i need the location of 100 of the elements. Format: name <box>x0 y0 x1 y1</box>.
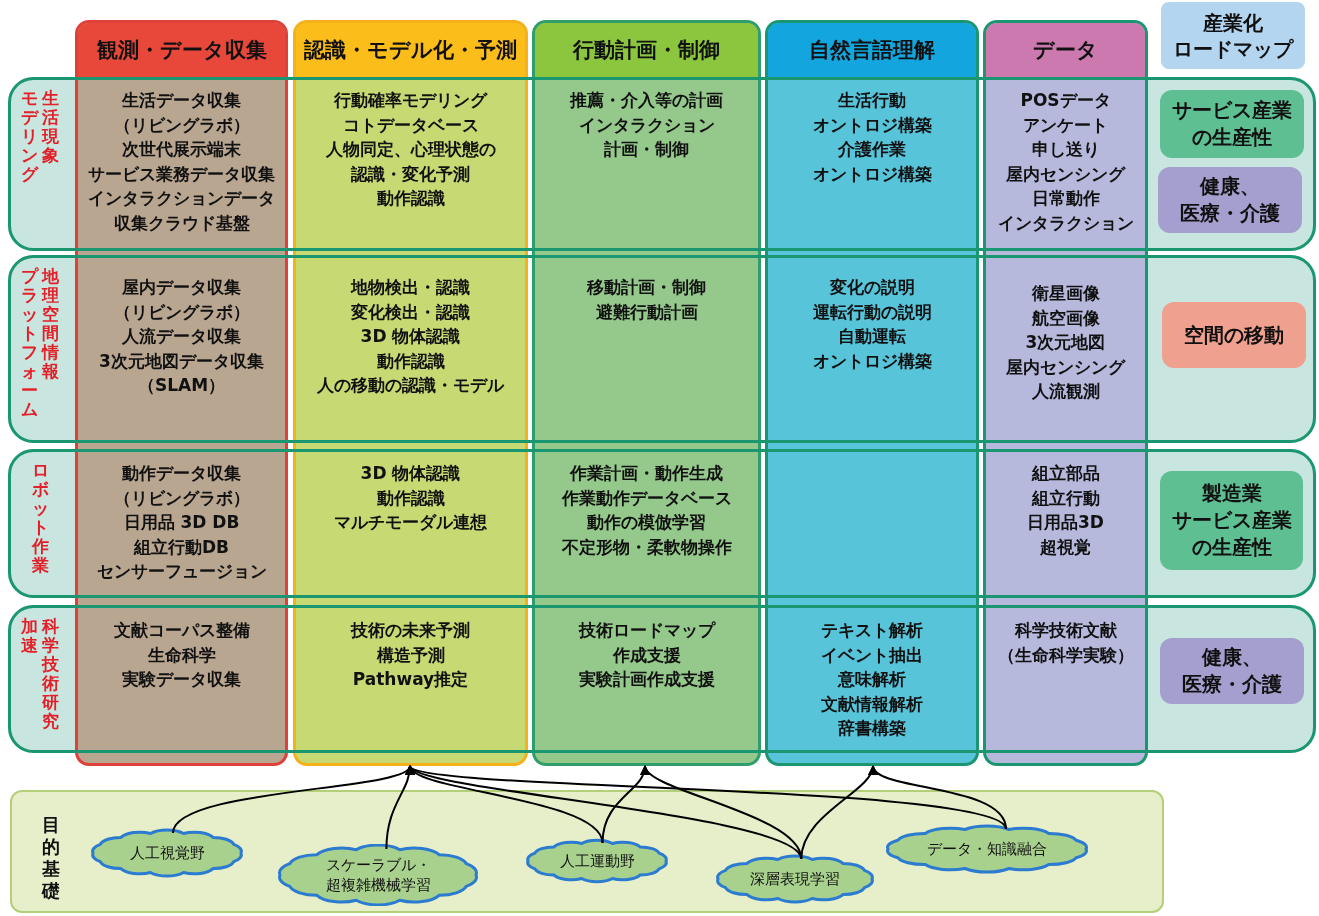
row-title: プラットフォーム <box>20 267 39 419</box>
list-item: 組立行動DB <box>133 535 230 559</box>
column-panel <box>983 20 1148 766</box>
list-item: サービス業務データ収集 <box>88 162 275 186</box>
column-heading: 認識・モデル化・予測 <box>296 23 525 77</box>
list-item: 申し送り <box>1031 138 1100 161</box>
row-band <box>8 449 75 598</box>
list-item: Pathway推定 <box>352 668 469 691</box>
roadmap-box <box>1160 90 1304 158</box>
box-text: の生産性 <box>1192 124 1272 151</box>
list-item: 収集クラウド基盤 <box>113 211 250 235</box>
list-item: 屋内データ収集 <box>122 276 241 299</box>
roadmap-box <box>1158 167 1302 233</box>
list-item: 計画・制御 <box>604 138 689 161</box>
list-item: 日常動作 <box>1031 187 1100 210</box>
list-item: 衛星画像 <box>1031 282 1100 305</box>
box-text: 健康、 <box>1200 173 1260 200</box>
row-band <box>8 77 75 251</box>
list-item: 動作データ収集 <box>122 462 241 485</box>
list-item: 組立部品 <box>1031 462 1100 485</box>
list-item: インタラクション <box>997 211 1134 235</box>
list-item: イベント抽出 <box>821 643 923 667</box>
column-heading: データ <box>986 23 1145 77</box>
list-item: 地物検出・認識 <box>351 276 470 299</box>
list-item: （リビングラボ） <box>113 300 250 324</box>
column-panel <box>293 20 528 766</box>
cloud-text: データ・知識融合 <box>927 839 1047 859</box>
list-item: オントロジ構築 <box>812 349 932 373</box>
list-item: 生活データ収集 <box>122 89 241 112</box>
list-item: 3次元地図データ収集 <box>99 349 264 373</box>
list-item: 人流データ収集 <box>122 325 241 348</box>
list-item: 動作認識 <box>376 349 445 373</box>
row-title: モデリング <box>20 89 39 184</box>
list-item: 動作の模倣学習 <box>587 511 706 534</box>
roadmap-box <box>1160 471 1303 570</box>
row-band <box>8 255 75 443</box>
list-item: 人流観測 <box>1031 380 1100 403</box>
list-item: （SLAM） <box>137 374 226 397</box>
column-heading: 行動計画・制御 <box>535 23 758 77</box>
list-item: 動作認識 <box>376 187 445 210</box>
list-item: 推薦・介入等の計画 <box>570 89 723 112</box>
list-item: 動作認識 <box>376 486 445 510</box>
list-item: 自動運転 <box>838 325 906 348</box>
column-panel <box>532 20 761 766</box>
list-item: 辞書構築 <box>838 717 906 740</box>
list-item: インタラクション <box>578 113 715 137</box>
list-item: オントロジ構築 <box>812 162 932 186</box>
list-item: 文献情報解析 <box>821 692 923 716</box>
row-title: 生活現象 <box>41 89 60 165</box>
box-text: の生産性 <box>1191 534 1272 561</box>
roadmap-box <box>1160 638 1304 704</box>
list-item: 避難行動計画 <box>595 300 698 324</box>
list-item: 認識・変化予測 <box>351 162 470 186</box>
row-band <box>8 605 75 753</box>
list-item: 3D 物体認識 <box>360 325 461 348</box>
list-item: 屋内センシング <box>1006 162 1125 186</box>
list-item: オントロジ構築 <box>812 113 932 137</box>
roadmap-box <box>1162 302 1306 368</box>
list-item: 技術の未来予測 <box>351 619 470 642</box>
cloud-text: 人工視覚野 <box>129 843 205 863</box>
box-text: ロードマップ <box>1173 35 1293 62</box>
list-item: 人の移動の認識・モデル <box>317 374 504 397</box>
box-text: 製造業 <box>1201 480 1262 507</box>
list-item: 科学技術文献 <box>1014 619 1117 642</box>
list-item: アンケート <box>1023 113 1108 137</box>
box-text: 産業化 <box>1203 9 1263 36</box>
list-item: コトデータベース <box>342 113 479 137</box>
list-item: 介護作業 <box>838 138 906 161</box>
cloud-text: スケーラブル・超複雑機械学習 <box>324 855 432 895</box>
list-item: 変化検出・認識 <box>351 300 470 324</box>
list-item: 実験データ収集 <box>122 668 241 691</box>
box-text: 医療・介護 <box>1180 200 1280 227</box>
list-item: 超視覚 <box>1040 535 1091 559</box>
roadmap-heading-box <box>1161 2 1305 69</box>
list-item: （生命科学実験） <box>997 643 1134 667</box>
list-item: 構造予測 <box>376 643 445 667</box>
box-text: 空間の移動 <box>1184 321 1284 349</box>
list-item: 3D 物体認識 <box>360 462 461 485</box>
column-panel <box>75 20 288 766</box>
list-item: 屋内センシング <box>1006 355 1125 379</box>
cloud-text: 深層表現学習 <box>750 869 840 889</box>
list-item: 作業動作データベース <box>561 486 732 510</box>
row-title: ロボット作業 <box>31 461 49 575</box>
row-title: 加速 <box>20 617 39 655</box>
list-item: 実験計画作成支援 <box>578 668 715 691</box>
list-item: 日用品 3D DB <box>123 511 240 534</box>
list-item: マルチモーダル連想 <box>334 511 487 534</box>
column-heading: 自然言語理解 <box>768 23 976 77</box>
list-item: 意味解析 <box>838 668 906 691</box>
list-item: 不定形物・柔軟物操作 <box>561 535 732 559</box>
list-item: 日用品3D <box>1027 511 1104 534</box>
list-item: POSデータ <box>1020 89 1111 112</box>
list-item: テキスト解析 <box>821 619 923 642</box>
list-item: 技術ロードマップ <box>578 619 715 642</box>
list-item: 運転行動の説明 <box>812 300 932 324</box>
list-item: 航空画像 <box>1031 306 1100 330</box>
list-item: 生命科学 <box>147 643 216 667</box>
box-text: 医療・介護 <box>1182 671 1282 698</box>
panel-title: 目的基礎 <box>42 814 61 902</box>
list-item: 文献コーパス整備 <box>113 619 250 642</box>
